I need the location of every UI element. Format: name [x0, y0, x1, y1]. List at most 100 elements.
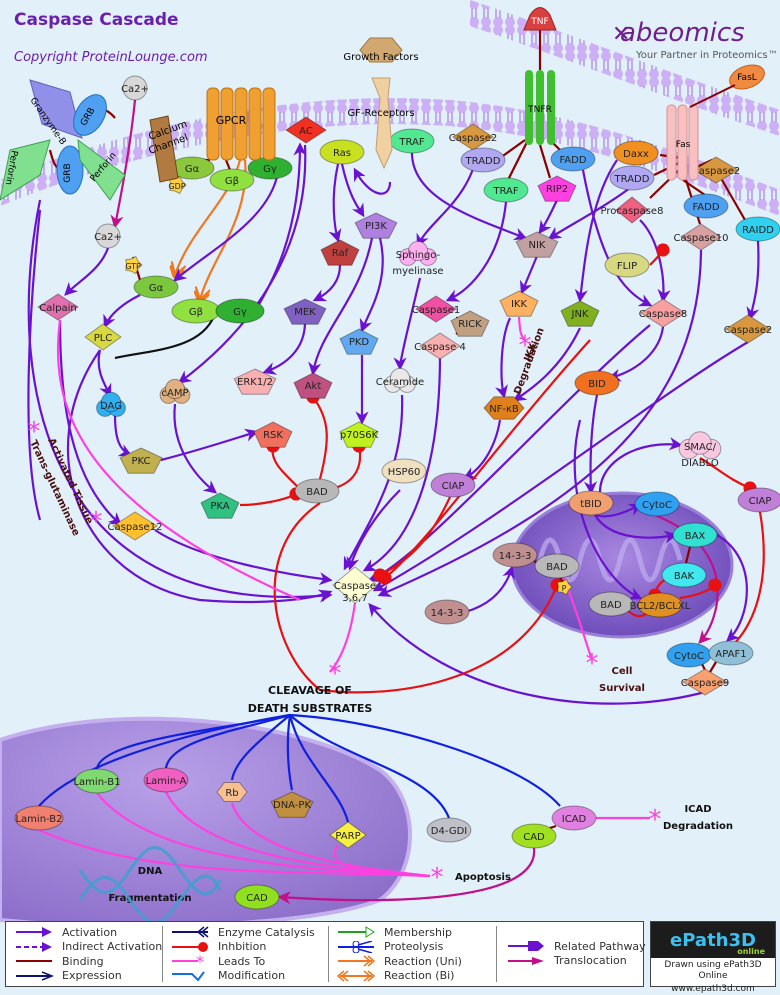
node-ciap-2[interactable]: CIAP: [737, 487, 780, 513]
pathway-edge: [286, 714, 294, 791]
node-caspase2-3[interactable]: Caspase2: [724, 314, 773, 344]
node-p1433-2[interactable]: 14-3-3: [424, 599, 470, 625]
node-cad-1[interactable]: CAD: [511, 823, 557, 849]
node-caspase1[interactable]: Caspase1: [412, 295, 461, 323]
node-icad[interactable]: ICAD: [551, 805, 597, 831]
node-fadd-2[interactable]: FADD: [683, 193, 729, 219]
node-lamin-a[interactable]: Lamin-A: [143, 767, 189, 793]
node-pkd[interactable]: PKD: [339, 328, 379, 355]
node-apaf1[interactable]: APAF1: [708, 640, 754, 666]
pathway-edge: [306, 390, 328, 480]
node-caspase2-1[interactable]: Caspase2: [449, 123, 498, 151]
node-bad-1[interactable]: BAD: [294, 478, 340, 504]
node-ggamma-2[interactable]: Gγ: [215, 298, 265, 324]
node-rb[interactable]: Rb: [216, 782, 248, 802]
node-pka[interactable]: PKA: [200, 492, 240, 519]
node-caspase9[interactable]: Caspase9: [681, 668, 730, 696]
rsk-shape: [253, 421, 293, 448]
node-caspase8[interactable]: Caspase8: [639, 298, 688, 328]
epath3d-credit-line-1: Drawn using ePath3D Online: [664, 960, 762, 981]
node-ca-in[interactable]: Ca2+: [94, 223, 122, 249]
node-d4gdi[interactable]: D4-GDI: [426, 817, 472, 843]
pathway-edge: [373, 496, 451, 582]
node-traf-2[interactable]: TRAF: [483, 177, 529, 203]
pathway-edge: [499, 139, 526, 159]
node-pkc[interactable]: PKC: [119, 447, 163, 474]
node-gbeta-2[interactable]: Gβ: [171, 298, 221, 324]
node-bad-2[interactable]: BAD: [534, 553, 580, 579]
node-jnk[interactable]: JNK: [560, 300, 600, 327]
node-camp[interactable]: cAMP: [159, 378, 191, 404]
pathway-edge: [66, 349, 333, 604]
node-caspase10[interactable]: Caspase10: [674, 223, 729, 251]
node-gbeta-1[interactable]: Gβ: [209, 168, 255, 192]
node-akt[interactable]: Akt: [293, 372, 333, 399]
node-lamin-b1[interactable]: Lamin-B1: [73, 768, 121, 794]
node-erk[interactable]: ERK1/2: [233, 368, 277, 395]
svg-text:*: *: [196, 955, 204, 967]
node-flip[interactable]: FLIP: [604, 252, 650, 278]
node-hsp60[interactable]: HSP60: [381, 458, 427, 484]
node-gdp[interactable]: GDP: [168, 175, 187, 195]
node-caspase4[interactable]: Caspase 4: [414, 332, 466, 360]
pathway-edge: [377, 249, 703, 597]
node-gtp[interactable]: GTP: [125, 255, 143, 275]
node-bax[interactable]: BAX: [672, 522, 718, 548]
node-traf-1[interactable]: TRAF: [389, 128, 435, 154]
node-cad-2[interactable]: CAD: [234, 884, 280, 910]
pathway-edge: [639, 219, 671, 303]
node-ciap-1[interactable]: CIAP: [430, 472, 476, 498]
node-dag[interactable]: DAG: [96, 391, 126, 417]
node-tbid[interactable]: tBID: [568, 490, 614, 516]
epath3d-credit-line-2[interactable]: www.epath3d.com: [671, 984, 755, 994]
node-caspase367-1[interactable]: Caspase: [332, 566, 378, 604]
node-galpha-2[interactable]: Gα: [133, 275, 179, 299]
node-fadd-1[interactable]: FADD: [550, 146, 596, 172]
rip2-label: RIP2: [546, 184, 568, 195]
gtp-label: GTP: [125, 262, 141, 271]
node-sphingomyelinase-1[interactable]: Sphingo-: [396, 240, 441, 266]
node-mek[interactable]: MEK: [283, 298, 327, 325]
node-ras[interactable]: Ras: [319, 139, 365, 165]
node-p[interactable]: P: [556, 578, 573, 596]
node-bak[interactable]: BAK: [661, 562, 707, 588]
node-caspase2-2[interactable]: Caspase2: [692, 156, 741, 184]
node-lamin-b2[interactable]: Lamin-B2: [14, 805, 64, 831]
node-rick[interactable]: RICK: [450, 310, 490, 337]
node-cytoc-2[interactable]: CytoC: [666, 642, 712, 668]
node-daxx[interactable]: Daxx: [613, 140, 659, 166]
indirect-activation-arrow-icon: [16, 941, 52, 952]
gbeta-1-label: Gβ: [225, 176, 239, 187]
node-parp[interactable]: PARP: [329, 821, 367, 849]
node-bad-3[interactable]: BAD: [588, 591, 634, 617]
node-procaspase8[interactable]: Procaspase8: [601, 196, 664, 224]
node-raf[interactable]: Raf: [320, 239, 360, 266]
node-ca-out[interactable]: Ca2+: [121, 75, 149, 101]
node-smac-1[interactable]: SMAC/: [678, 431, 722, 460]
node-ceramide[interactable]: Ceramide: [376, 367, 424, 393]
node-bid[interactable]: BID: [574, 370, 620, 396]
akt-label: Akt: [305, 381, 322, 392]
node-ac[interactable]: AC: [285, 116, 327, 144]
node-bcl2[interactable]: BCL2/BCLXL: [630, 592, 691, 618]
tnfr-label: TNFR: [527, 105, 552, 115]
node-rip2[interactable]: RIP2: [537, 175, 577, 202]
node-pi3k[interactable]: PI3K: [354, 212, 398, 239]
node-dna-pk[interactable]: DNA-PK: [270, 791, 314, 818]
node-tradd-2[interactable]: TRADD: [609, 165, 655, 191]
node-calpain[interactable]: Calpain: [37, 293, 79, 321]
pathway-edge: [177, 144, 307, 384]
node-p1433-1[interactable]: 14-3-3: [492, 542, 538, 568]
node-nfkb[interactable]: NF-κB: [483, 396, 525, 420]
node-p70s6k[interactable]: p70S6K: [339, 421, 379, 448]
node-nik[interactable]: NIK: [515, 231, 559, 258]
node-caspase12[interactable]: Caspase12: [108, 511, 163, 541]
node-cytoc-1[interactable]: CytoC: [634, 491, 680, 517]
node-plc[interactable]: PLC: [84, 323, 122, 351]
node-rsk[interactable]: RSK: [253, 421, 293, 448]
node-raidd[interactable]: RAIDD: [735, 216, 780, 242]
node-tradd-1[interactable]: TRADD: [460, 147, 506, 173]
node-ikk[interactable]: IKK: [499, 290, 539, 317]
dag-shape: [100, 391, 122, 413]
